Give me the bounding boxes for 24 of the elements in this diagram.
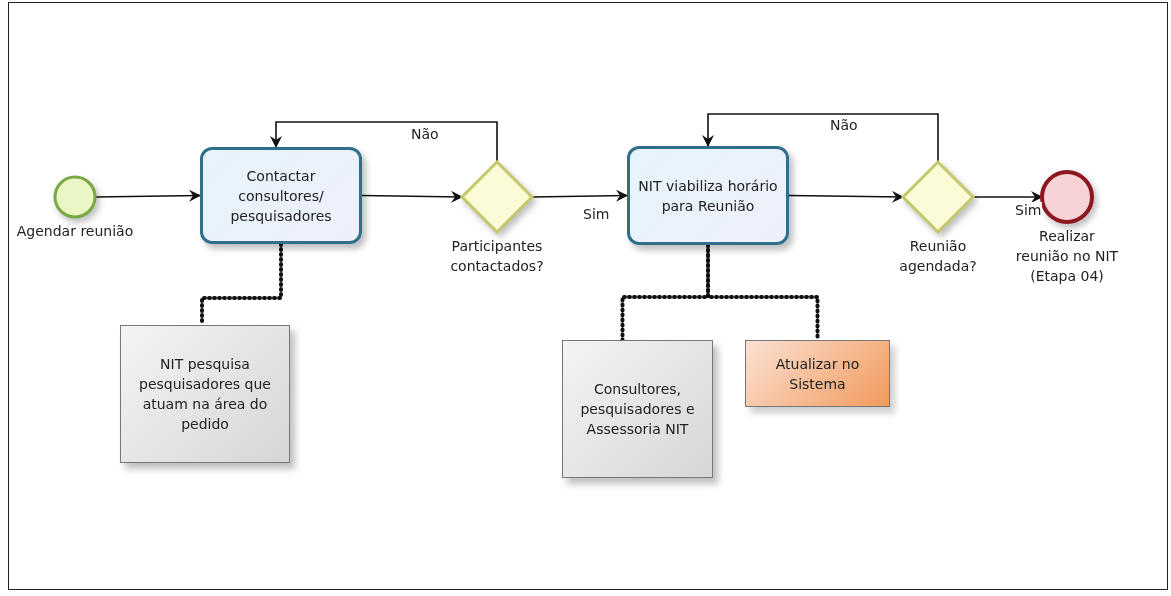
sequence-arrow xyxy=(270,121,498,163)
event-label: Agendar reunião xyxy=(15,222,135,241)
annotation-box xyxy=(562,340,713,478)
data-box xyxy=(745,340,890,407)
task-box xyxy=(627,146,789,245)
task-label: NIT pesquisa pesquisadores que atuam na área do pedido xyxy=(138,355,272,434)
edge-label: Sim xyxy=(1014,202,1043,218)
sequence-arrow xyxy=(788,190,904,203)
task-box xyxy=(200,147,362,244)
task-label: Consultores, pesquisadores e Assessoria NIT xyxy=(579,380,696,439)
edge-label: Não xyxy=(410,126,440,142)
sequence-arrow xyxy=(531,189,628,202)
task-label: Contactar consultores/ pesquisadores xyxy=(229,166,333,226)
annotation-box xyxy=(120,325,290,463)
gateway-label: Reunião agendada? xyxy=(898,237,978,276)
edge-label: Sim xyxy=(582,206,611,222)
sequence-arrow xyxy=(361,190,463,203)
task-label: Atualizar no Sistema xyxy=(774,354,861,394)
task-label: NIT viabiliza horário para Reunião xyxy=(637,176,779,216)
sequence-arrow xyxy=(94,189,201,202)
event-label: Realizar reunião no NIT (Etapa 04) xyxy=(1014,227,1120,286)
gateway-label: Participantes contactados? xyxy=(449,237,545,276)
edge-label: Não xyxy=(829,117,859,133)
sequence-arrow xyxy=(702,113,939,163)
